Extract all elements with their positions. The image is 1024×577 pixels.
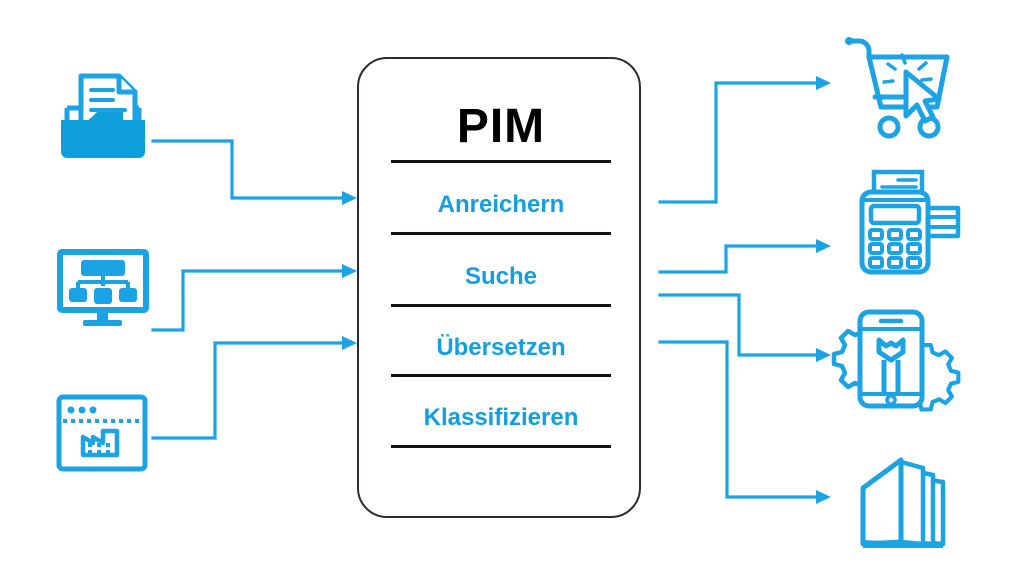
shopping-cart-click-icon [845,35,955,140]
capability-klassifizieren[interactable]: Klassifizieren [423,404,579,431]
document-folder-icon [55,68,151,160]
connector-output-3 [658,293,831,362]
monitor-hierarchy-icon [55,248,151,328]
capability-suche[interactable]: Suche [464,263,538,290]
browser-factory-icon [55,393,149,473]
connector-input-3 [151,336,357,440]
divider-1 [391,160,611,163]
divider-5 [391,445,611,448]
mobile-service-gears-icon [831,309,961,412]
divider-3 [391,304,611,307]
catalog-book-icon [857,456,963,552]
pim-card: PIM Anreichern Suche Übersetzen Klassifi… [357,57,641,518]
capability-anreichern[interactable]: Anreichern [437,191,565,218]
divider-4 [391,374,611,377]
card-payment-terminal-icon [852,169,964,275]
connector-input-2 [151,264,357,332]
page-title: PIM [456,100,546,153]
connector-input-1 [151,139,357,205]
connector-output-4 [658,340,831,504]
capability-uebersetzen[interactable]: Übersetzen [436,334,566,361]
connector-output-2 [658,239,831,274]
divider-2 [391,232,611,235]
connector-output-1 [658,76,831,204]
